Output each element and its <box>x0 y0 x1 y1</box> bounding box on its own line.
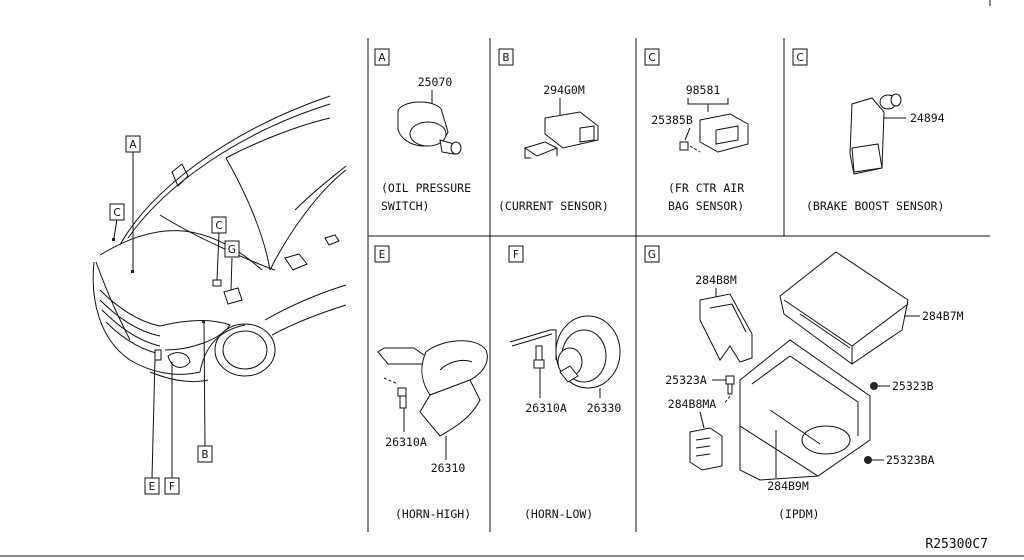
car-tag-g: G <box>228 244 236 256</box>
car-tag-e: E <box>149 481 156 493</box>
panel-b-caption: (CURRENT SENSOR) <box>498 199 609 213</box>
horn-low-part <box>509 315 621 389</box>
panel-c1-tag: C <box>648 52 655 64</box>
panel-e: E 26310A 26310 (HORN-HIGH) <box>374 245 488 521</box>
car-tag-c1: C <box>113 207 120 219</box>
panel-a-tag: A <box>378 52 386 64</box>
nut-25323b <box>870 382 878 390</box>
panel-c2: C 24894 (BRAKE BOOST SENSOR) <box>792 48 945 213</box>
car-overview: A C C G E F B <box>92 95 347 495</box>
panel-g-tag: G <box>648 249 656 261</box>
panel-c2-caption: (BRAKE BOOST SENSOR) <box>806 199 944 213</box>
part-294g0m: 294G0M <box>543 83 585 97</box>
nut-25323ba <box>864 456 872 464</box>
car-tag-a: A <box>129 139 137 151</box>
car-tag-f: F <box>169 481 175 493</box>
panel-a-caption-2: SWITCH) <box>381 199 429 213</box>
part-25070: 25070 <box>418 75 453 89</box>
panel-a: A 25070 (OIL PRESSURE SWITCH) <box>374 48 471 213</box>
brake-boost-sensor-part <box>849 93 902 175</box>
panel-b: B 294G0M (CURRENT SENSOR) <box>498 48 609 213</box>
part-284b9m: 284B9M <box>767 479 809 493</box>
part-25323b: 25323B <box>892 379 934 393</box>
panel-b-tag: B <box>502 52 509 64</box>
panel-c1-caption-2: BAG SENSOR) <box>668 199 744 213</box>
panel-e-tag: E <box>379 249 386 261</box>
panel-a-caption-1: (OIL PRESSURE <box>381 181 471 195</box>
bolt-26310a-e <box>397 387 407 409</box>
part-25385b: 25385B <box>651 113 693 127</box>
panel-g-caption: (IPDM) <box>778 507 820 521</box>
panel-c2-tag: C <box>796 52 803 64</box>
car-tag-b: B <box>201 449 208 461</box>
oil-pressure-switch-part <box>397 101 462 155</box>
part-25323ba: 25323BA <box>886 453 935 467</box>
part-284b7m: 284B7M <box>922 309 964 323</box>
part-26310a-e: 26310A <box>385 435 427 449</box>
panel-e-caption: (HORN-HIGH) <box>395 507 471 521</box>
bracket-284b8m-part <box>699 293 753 363</box>
part-284b8m: 284B8M <box>695 273 737 287</box>
panel-g: G 284B7M 284B8M 25323A <box>644 245 964 521</box>
part-24894: 24894 <box>910 111 945 125</box>
diagram-code: R25300C7 <box>925 537 988 552</box>
panel-c1-caption-1: (FR CTR AIR <box>668 181 744 195</box>
screw-25323a <box>725 375 735 395</box>
horn-high-part <box>377 340 488 437</box>
air-bag-sensor-part <box>679 113 749 153</box>
part-26330: 26330 <box>587 401 622 415</box>
ipdm-cover-part <box>779 251 909 365</box>
part-98581: 98581 <box>686 83 721 97</box>
part-284b8ma: 284B8MA <box>668 397 717 411</box>
bolt-26310a-f <box>533 345 545 369</box>
current-sensor-part <box>523 111 599 159</box>
panel-f-caption: (HORN-LOW) <box>524 507 593 521</box>
part-26310a-f: 26310A <box>525 401 567 415</box>
panel-f: F 26310A 26330 (HORN-LOW) <box>508 245 622 521</box>
panel-c1: C 98581 25385B (FR CTR AIR BAG SENSOR) <box>644 48 749 213</box>
part-26310: 26310 <box>431 461 466 475</box>
ipdm-box-part <box>739 339 871 481</box>
panel-f-tag: F <box>513 249 519 261</box>
part-25323a: 25323A <box>665 373 707 387</box>
bracket-284b8ma-part <box>689 427 723 471</box>
car-tag-c2: C <box>215 220 222 232</box>
